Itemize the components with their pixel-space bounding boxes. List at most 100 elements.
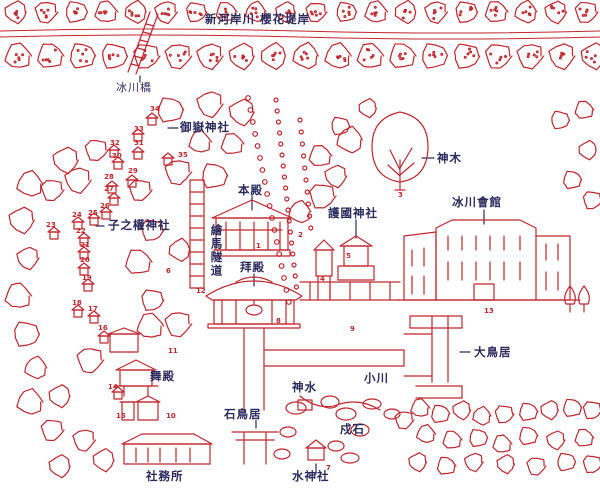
blossom-dot	[184, 51, 186, 53]
alley-tree	[291, 252, 295, 256]
blossom-dot	[55, 49, 57, 51]
blossom-dot	[473, 55, 475, 57]
bush	[564, 171, 582, 188]
blossom-dot	[499, 59, 501, 61]
blossom-dot	[505, 56, 507, 58]
blossom-dot	[433, 52, 435, 54]
marker-1: 1	[256, 243, 261, 250]
small-shrine-roof	[108, 193, 120, 198]
cherry-tree	[71, 44, 96, 68]
bush	[409, 453, 427, 472]
cherry-tree	[456, 2, 478, 23]
blossom-dot	[300, 56, 302, 58]
forest-tree	[15, 322, 40, 346]
forest-tree	[93, 449, 114, 472]
marker-23: 23	[46, 222, 56, 229]
small-shrine-body	[90, 316, 98, 323]
small-shrine-body	[110, 198, 118, 205]
marker-15: 15	[116, 413, 126, 420]
bush	[564, 399, 582, 416]
hikawa-hall-building	[398, 220, 580, 300]
bush	[465, 453, 484, 471]
blossom-dot	[527, 56, 529, 58]
alley-tree	[248, 108, 253, 113]
blossom-dot	[371, 57, 373, 59]
blossom-dot	[433, 12, 435, 14]
alley-tree	[251, 120, 256, 125]
blossom-dot	[594, 61, 596, 63]
bush	[520, 427, 538, 444]
bush	[495, 406, 514, 423]
marker-26: 26	[100, 203, 110, 210]
cherry-tree	[35, 3, 58, 23]
marker-28: 28	[104, 174, 114, 181]
blossom-dot	[77, 8, 79, 10]
marker-10: 10	[166, 413, 176, 420]
bush	[443, 431, 462, 448]
marker-32: 32	[110, 140, 120, 147]
blossom-dot	[255, 8, 257, 10]
forest-tree	[169, 238, 190, 261]
blossom-dot	[371, 13, 373, 15]
marker-22: 22	[76, 228, 86, 235]
blossom-dot	[585, 14, 587, 16]
blossom-dot	[216, 60, 218, 62]
cherry-tree	[517, 45, 544, 69]
blossom-dot	[216, 57, 218, 59]
mitake-shrine-label: 御嶽神社	[180, 122, 230, 134]
marker-16: 16	[98, 325, 108, 332]
blossom-dot	[529, 6, 531, 8]
alley-tree	[278, 131, 282, 135]
forest-tree	[85, 141, 108, 161]
kagura-hall-label: 舞殿	[150, 371, 175, 383]
blossom-dot	[209, 60, 211, 62]
stream-rocks	[274, 396, 400, 463]
hikawa-bridge-label: 冰川橋	[116, 82, 152, 93]
blossom-dot	[16, 14, 18, 16]
bush	[417, 424, 436, 442]
blossom-dot	[559, 57, 561, 59]
forest-tree	[309, 146, 332, 166]
cherry-tree	[337, 3, 357, 22]
forest-tree	[5, 283, 32, 307]
blossom-dot	[210, 54, 212, 56]
alley-tree	[260, 168, 265, 173]
marker-6: 6	[166, 268, 171, 275]
alley-tree	[265, 192, 270, 197]
marker-19: 19	[82, 275, 92, 282]
blossom-dot	[43, 12, 45, 14]
blossom-dot	[246, 60, 248, 62]
marker-25: 25	[88, 210, 98, 217]
marker-24: 24	[72, 212, 82, 219]
alley-tree	[282, 276, 287, 281]
blossom-dot	[348, 6, 350, 8]
alley-tree	[284, 186, 288, 190]
bush	[473, 406, 491, 425]
marker-5: 5	[346, 253, 351, 260]
blossom-dot	[525, 11, 527, 13]
small-shrine-roof	[162, 153, 174, 158]
alley-tree	[255, 144, 260, 149]
shinboku-label: 神木	[437, 153, 462, 165]
small-shrine-roof	[126, 175, 138, 180]
alley-tree	[276, 120, 280, 124]
blossom-dot	[494, 9, 496, 11]
small-hall-11	[108, 328, 140, 352]
blossom-dot	[586, 9, 588, 11]
lantern-tower	[314, 240, 334, 300]
bush	[497, 455, 515, 474]
blossom-dot	[42, 59, 44, 61]
small-shrine-roof	[146, 113, 158, 118]
forest-tree	[310, 185, 336, 208]
bush	[575, 101, 594, 118]
forest-tree	[17, 171, 43, 197]
haiden-label: 拜殿	[240, 262, 265, 274]
marker-8: 8	[276, 318, 281, 325]
river-line	[0, 35, 600, 39]
alley-tree	[263, 180, 268, 185]
blossom-dot	[536, 51, 538, 53]
blossom-dot	[194, 12, 196, 14]
alley-tree	[286, 208, 290, 212]
bush	[541, 401, 559, 420]
blossom-dot	[500, 56, 502, 58]
